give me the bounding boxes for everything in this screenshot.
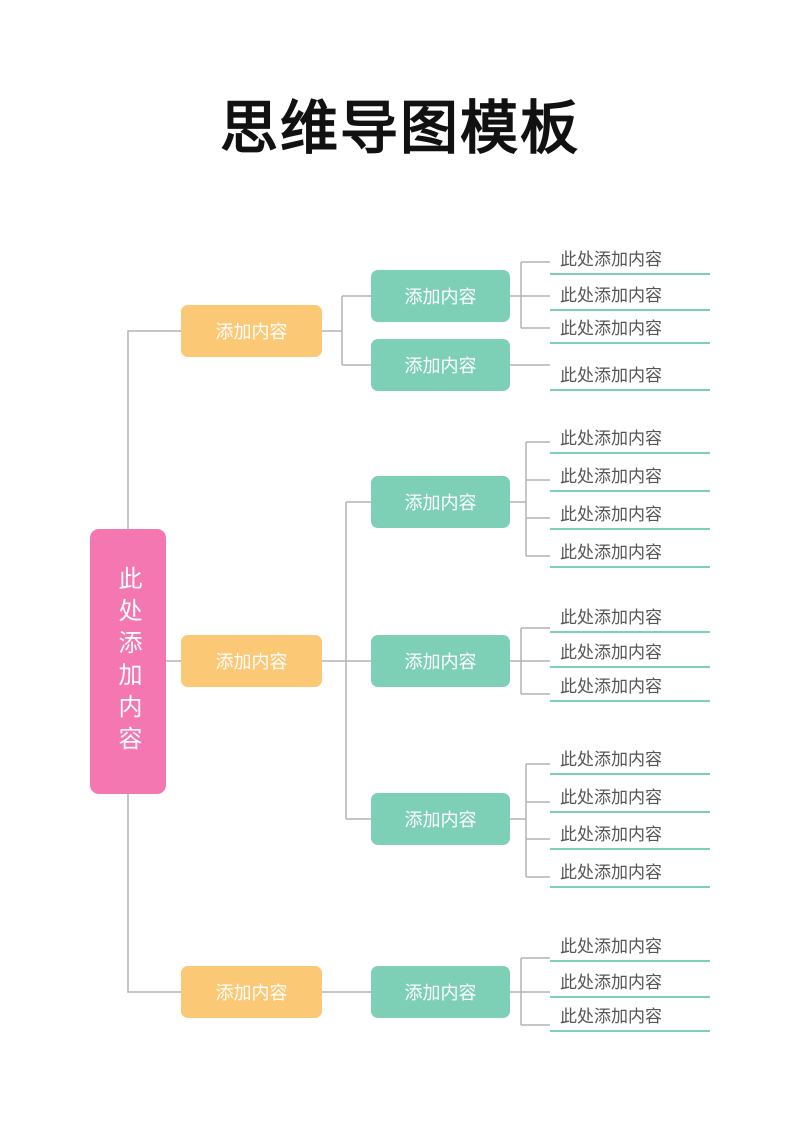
leaf-item[interactable]: 此处添加内容 — [550, 605, 710, 633]
leaf-item[interactable]: 此处添加内容 — [550, 822, 710, 850]
leaf-item[interactable]: 此处添加内容 — [550, 502, 710, 530]
leaf-item[interactable]: 此处添加内容 — [550, 640, 710, 668]
leaf-item[interactable]: 此处添加内容 — [550, 785, 710, 813]
root-node[interactable]: 此处添加内容 — [90, 529, 166, 794]
connector-b2-c1 — [510, 441, 550, 557]
leaf-item[interactable]: 此处添加内容 — [550, 247, 710, 275]
branch-node-3[interactable]: 添加内容 — [181, 966, 322, 1018]
subbranch-node-2-1[interactable]: 添加内容 — [371, 476, 510, 528]
page-title: 思维导图模板 — [219, 94, 580, 162]
subbranch-node-2-2[interactable]: 添加内容 — [371, 635, 510, 687]
root-node-label: 此处添加内容 — [114, 565, 142, 758]
leaf-item[interactable]: 此处添加内容 — [550, 283, 710, 311]
subbranch-node-1-1[interactable]: 添加内容 — [371, 270, 510, 322]
branch-node-1[interactable]: 添加内容 — [181, 305, 322, 357]
connector-b2-c2 — [510, 627, 550, 695]
connector-b3-c1 — [510, 957, 550, 1026]
leaf-item[interactable]: 此处添加内容 — [550, 860, 710, 888]
leaf-item[interactable]: 此处添加内容 — [550, 464, 710, 492]
leaf-item[interactable]: 此处添加内容 — [550, 316, 710, 344]
leaf-item[interactable]: 此处添加内容 — [550, 426, 710, 454]
subbranch-node-1-2[interactable]: 添加内容 — [371, 339, 510, 391]
connector-root-top — [127, 330, 181, 529]
leaf-item[interactable]: 此处添加内容 — [550, 747, 710, 775]
branch-node-2[interactable]: 添加内容 — [181, 635, 322, 687]
leaf-item[interactable]: 此处添加内容 — [550, 1004, 710, 1032]
connector-b2 — [322, 501, 371, 820]
connector-b1-c1 — [510, 261, 550, 329]
connector-b2-c3 — [510, 763, 550, 878]
leaf-item[interactable]: 此处添加内容 — [550, 934, 710, 962]
leaf-item[interactable]: 此处添加内容 — [550, 674, 710, 702]
leaf-item[interactable]: 此处添加内容 — [550, 363, 710, 391]
connector-root-bottom — [127, 794, 181, 993]
subbranch-node-2-3[interactable]: 添加内容 — [371, 793, 510, 845]
subbranch-node-3-1[interactable]: 添加内容 — [371, 966, 510, 1018]
leaf-item[interactable]: 此处添加内容 — [550, 970, 710, 998]
leaf-item[interactable]: 此处添加内容 — [550, 540, 710, 568]
connector-b1 — [322, 295, 371, 366]
